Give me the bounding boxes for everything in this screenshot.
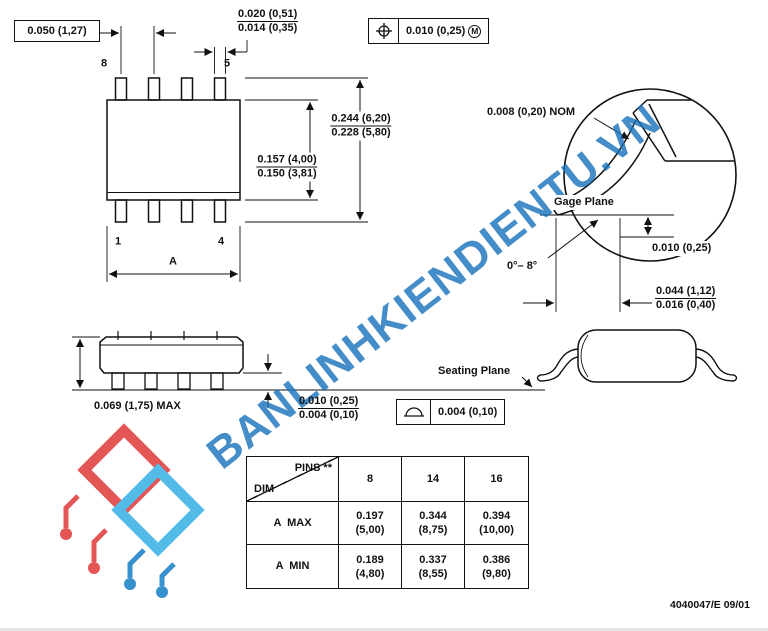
gage-plane-label: Gage Plane — [551, 195, 617, 210]
position-tolerance-icon — [369, 19, 399, 43]
side-view-dimension-lines — [72, 336, 545, 408]
table-cell: 0.394 (10,00) — [465, 502, 528, 545]
table-row-label-amax: A MAX — [247, 502, 339, 545]
pin-label-8: 8 — [100, 57, 108, 70]
dim-body-width: 0.157 (4,00) 0.150 (3,81) — [253, 152, 321, 182]
dim-lead-angle: 0°– 8° — [507, 260, 538, 272]
pin-label-4: 4 — [217, 235, 225, 248]
table-corner-pins: PINS ** — [294, 462, 332, 474]
dim-pin-pitch: 0.050 (1,27) — [14, 20, 100, 42]
table-corner-cell: PINS ** DIM — [247, 457, 339, 502]
flatness-value: 0.004 (0,10) — [438, 405, 498, 418]
value-in: 0.189 — [356, 553, 384, 566]
dim-lead-width-max: 0.020 (0,51) — [237, 8, 299, 22]
table-cell: 0.386 (9,80) — [465, 545, 528, 588]
table-cell: 0.197 (5,00) — [339, 502, 402, 545]
dim-lead-length-max: 0.044 (1,12) — [655, 285, 717, 299]
value-mm: (8,55) — [418, 567, 448, 580]
table-row-label-amin: A MIN — [247, 545, 339, 588]
dim-standoff-min: 0.004 (0,10) — [299, 409, 359, 421]
true-position-frame: 0.010 (0,25) M — [368, 18, 490, 44]
seating-plane-label: Seating Plane — [438, 365, 511, 377]
dim-lead-width-min: 0.014 (0,35) — [238, 22, 298, 34]
dim-a-label: A — [169, 255, 177, 268]
dim-body-width-max: 0.157 (4,00) — [256, 153, 318, 168]
dim-gage-offset: 0.010 (0,25) — [649, 241, 715, 256]
flatness-frame: 0.004 (0,10) — [396, 399, 506, 425]
value-in: 0.394 — [482, 510, 511, 522]
pins-dimension-table: PINS ** DIM 8 14 16 A MAX 0.197 (5,00) 0… — [246, 456, 529, 589]
seating-plane-symbol-icon — [397, 400, 431, 424]
detail-dimension-lines — [523, 117, 674, 312]
value-mm: (8,75) — [418, 524, 448, 536]
table-cell: 0.189 (4,80) — [339, 545, 402, 588]
dim-package-height: 0.069 (1,75) MAX — [94, 400, 181, 412]
true-position-value: 0.010 (0,25) — [406, 24, 466, 37]
package-end-view — [536, 329, 738, 383]
value-in: 0.197 — [356, 510, 384, 522]
table-col-header: 14 — [402, 457, 465, 502]
dim-overall-span: 0.244 (6,20) 0.228 (5,80) — [327, 111, 395, 141]
table-col-header: 16 — [465, 457, 528, 502]
table-col-header: 8 — [339, 457, 402, 502]
value-mm: (4,80) — [355, 567, 385, 580]
dim-standoff: 0.010 (0,25) 0.004 (0,10) — [298, 395, 360, 422]
dim-body-width-min: 0.150 (3,81) — [257, 167, 317, 180]
dim-lead-width: 0.020 (0,51) 0.014 (0,35) — [237, 8, 299, 35]
value-in: 0.337 — [419, 553, 447, 566]
value-in: 0.344 — [419, 510, 447, 522]
table-cell: 0.344 (8,75) — [402, 502, 465, 545]
dim-lead-length: 0.044 (1,12) 0.016 (0,40) — [655, 285, 717, 312]
table-corner-dim: DIM — [254, 483, 275, 495]
package-side-view — [99, 331, 244, 390]
brand-logo — [60, 423, 205, 598]
dim-standoff-max: 0.010 (0,25) — [298, 395, 360, 409]
dim-overall-span-min: 0.228 (5,80) — [331, 126, 391, 139]
dim-overall-span-max: 0.244 (6,20) — [330, 112, 392, 127]
value-in: 0.386 — [482, 553, 511, 566]
pin-label-5: 5 — [223, 57, 231, 70]
value-mm: (5,00) — [355, 524, 385, 536]
table-cell: 0.337 (8,55) — [402, 545, 465, 588]
value-mm: (10,00) — [479, 524, 514, 536]
dim-lead-length-min: 0.016 (0,40) — [656, 299, 716, 311]
document-number: 4040047/E 09/01 — [670, 599, 750, 611]
mmc-modifier-icon: M — [468, 24, 482, 38]
pin-label-1: 1 — [114, 235, 122, 248]
value-mm: (9,80) — [482, 567, 511, 580]
dim-lead-thickness: 0.008 (0,20) NOM — [487, 106, 576, 118]
top-view-dimension-lines — [100, 26, 368, 282]
package-top-view — [106, 77, 241, 223]
